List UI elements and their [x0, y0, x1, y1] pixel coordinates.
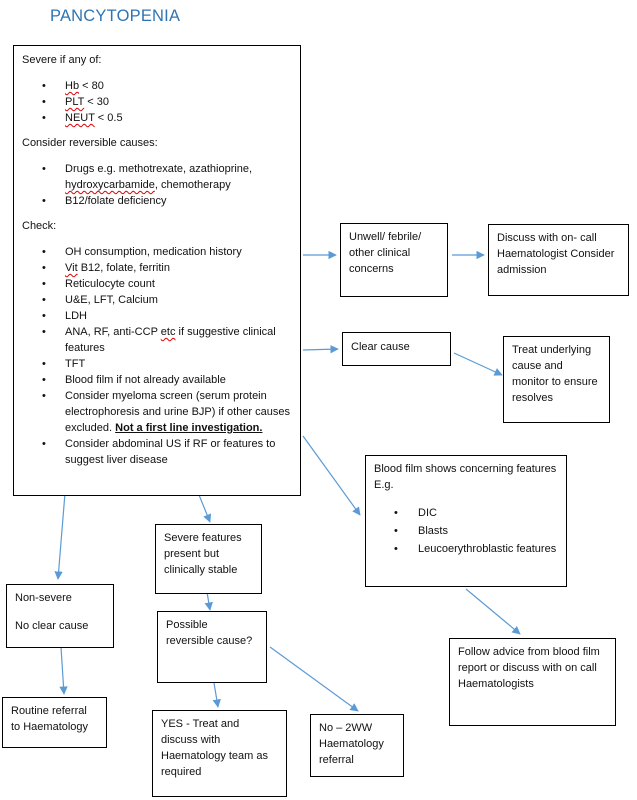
- severe-item-plt: PLT < 30: [22, 94, 292, 110]
- check-item-ue: U&E, LFT, Calcium: [22, 292, 292, 308]
- reversible-heading: Consider reversible causes:: [22, 137, 158, 149]
- reversible-item-b12: B12/folate deficiency: [22, 193, 292, 209]
- check-item-ana: ANA, RF, anti-CCP etc if suggestive clin…: [22, 324, 292, 356]
- check-heading: Check:: [22, 220, 57, 232]
- check-item-abdo: Consider abdominal US if RF or features …: [22, 436, 292, 468]
- check-item-film: Blood film if not already available: [22, 372, 292, 388]
- check-item-oh: OH consumption, medication history: [22, 244, 292, 260]
- check-item-myeloma: Consider myeloma screen (serum protein e…: [22, 388, 292, 436]
- blood-film-item: DIC: [374, 505, 558, 521]
- no-box: No – 2WW Haematology referral: [310, 714, 404, 777]
- severe-heading: Severe if any of:: [22, 54, 102, 66]
- severe-item-neut: NEUT < 0.5: [22, 110, 292, 126]
- unwell-box: Unwell/ febrile/ other clinical concerns: [340, 223, 448, 297]
- no-text: No – 2WW Haematology referral: [319, 722, 384, 766]
- arrow-non-severe-to-routine: [59, 646, 68, 695]
- possible-cause-text: Possible reversible cause?: [166, 619, 253, 647]
- check-list: OH consumption, medication history Vit B…: [22, 244, 292, 468]
- no-clear-cause-text: No clear cause: [15, 620, 89, 632]
- arrow-severe-to-possible: [204, 591, 213, 611]
- clear-cause-text: Clear cause: [351, 341, 410, 353]
- yes-box: YES - Treat and discuss with Haematology…: [152, 710, 287, 797]
- blood-film-box: Blood film shows concerning features E.g…: [365, 455, 567, 587]
- arrow-main-to-clear-cause: [302, 345, 339, 354]
- discuss-box: Discuss with on- call Haematologist Cons…: [488, 224, 629, 296]
- treat-text: Treat underlying cause and monitor to en…: [512, 344, 598, 404]
- arrow-main-to-blood-film: [302, 435, 361, 516]
- reversible-item-drugs: Drugs e.g. methotrexate, azathioprine, h…: [22, 161, 292, 193]
- severe-stable-text: Severe features present but clinically s…: [164, 532, 242, 576]
- non-severe-text: Non-severe: [15, 592, 72, 604]
- arrow-main-to-non-severe: [54, 492, 66, 580]
- check-item-ldh: LDH: [22, 308, 292, 324]
- arrow-clear-to-treat: [453, 352, 503, 376]
- arrow-possible-to-yes: [212, 682, 221, 708]
- possible-cause-box: Possible reversible cause?: [157, 611, 267, 683]
- treat-box: Treat underlying cause and monitor to en…: [503, 336, 610, 423]
- reversible-list: Drugs e.g. methotrexate, azathioprine, h…: [22, 161, 292, 209]
- follow-advice-text: Follow advice from blood film report or …: [458, 646, 600, 690]
- severe-list: Hb < 80 PLT < 30 NEUT < 0.5: [22, 78, 292, 126]
- routine-referral-box: Routine referral to Haematology: [2, 697, 107, 748]
- follow-advice-box: Follow advice from blood film report or …: [449, 638, 616, 726]
- check-item-vit: Vit B12, folate, ferritin: [22, 260, 292, 276]
- check-item-tft: TFT: [22, 356, 292, 372]
- main-criteria-box: Severe if any of: Hb < 80 PLT < 30 NEUT …: [13, 45, 301, 496]
- severe-stable-box: Severe features present but clinically s…: [155, 524, 262, 594]
- non-severe-box: Non-severe No clear cause: [6, 584, 114, 648]
- routine-referral-text: Routine referral to Haematology: [11, 705, 89, 733]
- clear-cause-box: Clear cause: [342, 332, 451, 366]
- blood-film-item: Blasts: [374, 523, 558, 539]
- blood-film-list: DIC Blasts Leucoerythroblastic features: [374, 505, 558, 557]
- arrow-possible-to-no: [269, 646, 359, 712]
- blood-film-heading: Blood film shows concerning features E.g…: [374, 463, 557, 491]
- arrow-blood-film-to-follow: [465, 588, 521, 635]
- yes-text: YES - Treat and discuss with Haematology…: [161, 718, 268, 778]
- discuss-text: Discuss with on- call Haematologist Cons…: [497, 232, 615, 276]
- check-item-retic: Reticulocyte count: [22, 276, 292, 292]
- blood-film-item: Leucoerythroblastic features: [374, 541, 558, 557]
- severe-item-hb: Hb < 80: [22, 78, 292, 94]
- unwell-text: Unwell/ febrile/ other clinical concerns: [349, 231, 422, 275]
- page-title: PANCYTOPENIA: [50, 7, 181, 25]
